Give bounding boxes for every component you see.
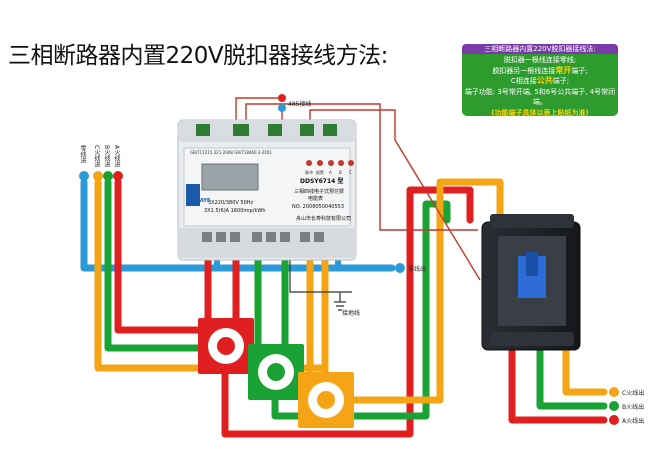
- ct-a: [198, 318, 254, 374]
- energy-meter: [177, 119, 357, 261]
- meter-model: DDSY6714 型: [300, 177, 343, 185]
- meter-std-text: GB/T17215.321-2008 GB/T18460.3-2001: [190, 150, 272, 155]
- input-terminal-icons: [79, 171, 123, 181]
- a-wire-out: [508, 344, 608, 424]
- b-wire-loop: [271, 200, 451, 420]
- meter-led-2: A: [329, 170, 332, 175]
- a-phase-out-icon: [609, 415, 619, 425]
- b-phase-out-icon: [609, 401, 619, 411]
- a-wire-loop: [221, 186, 474, 438]
- input-label-a: A火线进: [113, 145, 120, 168]
- b-phase-in-icon: [103, 171, 113, 181]
- note-line-5: (功能端子具体以表上贴纸为准): [491, 108, 589, 117]
- note-line-4: 端子功能: 3号常开端, 5和6号公共端子, 4号常闭端。: [464, 87, 616, 107]
- meter-led-0: 脉冲: [305, 169, 313, 175]
- note-line-2-highlight: 常开: [555, 65, 572, 75]
- neutral-out-label: 零线出: [408, 266, 427, 273]
- meter-company: 舟山市长寿科技有限公司: [296, 215, 351, 222]
- c-wire-out: [562, 344, 608, 396]
- input-label-c: C火线进: [93, 145, 100, 168]
- b-wire-out: [536, 344, 608, 410]
- note-line-3-highlight: 公共: [536, 76, 553, 85]
- ground-label: 接地线: [342, 310, 361, 317]
- wiring-note-box: 三相断路器内置220V脱扣器接线法: 脱扣器一根线连接零线; 脱扣器另一根线连接…: [462, 44, 618, 117]
- output-terminal-icons: [395, 263, 619, 425]
- c-phase-out-icon: [609, 387, 619, 397]
- rs485-label: 485接线: [288, 100, 311, 108]
- rs485-minus-icon: [278, 104, 286, 112]
- ct-b: [248, 344, 304, 400]
- output-label-c: C火线出: [622, 390, 645, 397]
- output-label-b: B火线出: [622, 404, 645, 411]
- neutral-in-icon: [79, 171, 89, 181]
- note-line-2-prefix: 脱扣器另一根线连接: [492, 66, 556, 75]
- page-title: 三相断路器内置220V脱扣器接线方法:: [8, 43, 388, 69]
- input-label-b: B火线进: [103, 145, 110, 168]
- meter-number: NO. 2008050040553: [292, 204, 344, 210]
- note-line-3-prefix: C相连接: [510, 77, 537, 85]
- note-line-3: C相连接公共端子;: [462, 76, 618, 87]
- note-line-3-suffix: 端子;: [552, 77, 570, 85]
- neutral-out-icon: [395, 263, 405, 273]
- meter-spec-2: 3X1.5(6)A 1600imp/kWh: [204, 208, 266, 214]
- input-label-neutral: 零线进: [79, 145, 86, 163]
- note-header: 三相断路器内置220V脱扣器接线法:: [462, 44, 618, 54]
- note-line-2: 脱扣器另一根线连接常开端子;: [462, 66, 618, 77]
- meter-desc-2: 电能表: [308, 195, 323, 202]
- meter-led-4: C: [349, 170, 352, 175]
- meter-spec-1: 3X220/380V 50Hz: [208, 200, 254, 206]
- meter-leds: 脉冲 报警 A B C: [305, 160, 354, 175]
- meter-desc-1: 三相四线电子式预付费: [294, 188, 344, 195]
- neutral-wire-in: [80, 178, 396, 272]
- c-phase-in-icon: [93, 171, 103, 181]
- circuit-breaker: [481, 214, 581, 351]
- output-label-a: A火线出: [622, 418, 645, 425]
- meter-brand: SIOHAYE: [186, 198, 211, 204]
- rs485-plus-icon: [278, 94, 286, 102]
- meter-led-3: B: [339, 170, 342, 175]
- a-phase-in-icon: [113, 171, 123, 181]
- ct-c: [298, 372, 354, 428]
- note-line-1: 脱扣器一根线连接零线;: [503, 56, 577, 64]
- note-line-2-suffix: 端子;: [571, 66, 588, 75]
- meter-led-1: 报警: [316, 169, 324, 175]
